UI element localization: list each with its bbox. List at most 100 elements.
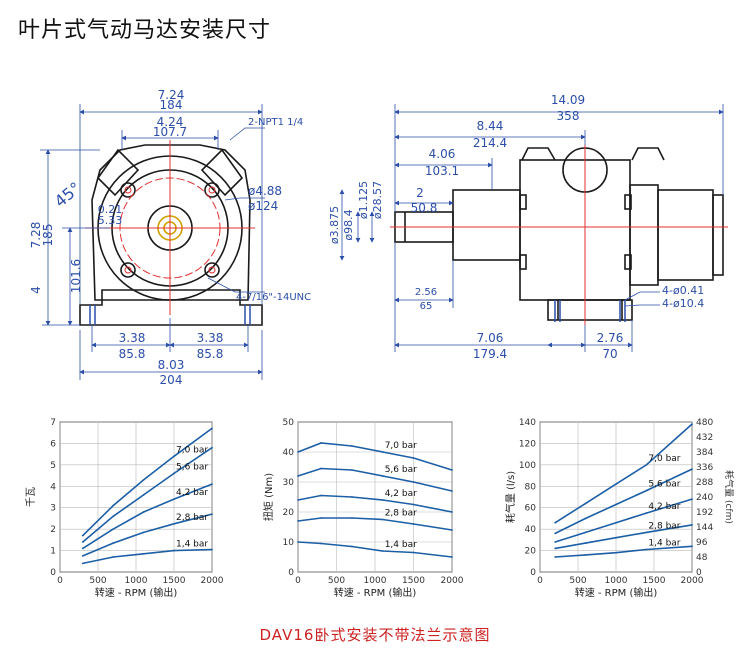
dim-center-mm: 101.6 [69,259,83,293]
data-point [297,451,299,453]
y-right-tick-label: 96 [696,538,708,548]
x-tick-label: 1000 [605,576,628,586]
y-tick-label: 40 [525,525,537,535]
data-point [320,467,322,470]
front-view-centerlines [85,140,255,315]
data-point [351,496,353,498]
x-tick-label: 500 [89,576,106,586]
data-point [112,556,115,558]
series-label: 1,4 bar [176,540,208,550]
data-point [412,503,415,506]
x-tick-label: 2000 [681,576,704,586]
data-point [142,511,145,513]
y-right-tick-label: 288 [696,478,713,488]
dim-mid-mm: 214.4 [473,136,507,150]
y-right-tick-label: 192 [696,508,713,518]
dim-half-left-in: 3.38 [119,331,146,345]
data-point [451,469,453,471]
dim-len-in: 7.06 [477,331,504,345]
data-point [351,517,353,519]
x-tick-label: 1500 [402,576,425,586]
dim-mid-in: 8.44 [477,119,504,133]
data-point [412,523,415,525]
dim-inner-in: 4.24 [157,115,184,129]
data-point [211,548,213,551]
data-point [112,504,115,507]
dim-key-in: 2 [416,186,424,200]
data-point [615,551,617,554]
y-right-tick-label: 0 [696,568,702,578]
x-tick-label: 2000 [201,576,224,586]
small-mm: 5.33 [98,214,123,227]
data-point [173,455,175,458]
y-tick-label: 80 [525,482,537,492]
dim-half-right-mm: 85.8 [197,347,224,361]
x-tick-label: 500 [328,576,345,586]
data-point [81,534,84,537]
data-point [81,562,84,565]
data-point [451,490,453,492]
data-point [381,518,384,521]
data-point [381,451,384,453]
data-point [451,556,453,558]
dim-d2-in: ø1.125 [357,181,370,219]
data-point [320,542,322,545]
dim-end-in: 2.76 [597,331,624,345]
data-point [451,529,453,531]
series-label: 2,8 bar [385,509,417,519]
y-tick-label: 20 [283,508,295,518]
y-right-tick-label: 336 [696,463,713,473]
y-tick-label: 0 [288,568,294,578]
y-tick-label: 4 [50,482,56,492]
y-tick-label: 1 [50,547,56,557]
data-point [297,520,299,522]
y-right-axis-label: 耗气量 (cfm) [723,470,735,524]
x-tick-label: 1000 [364,576,387,586]
data-point [142,552,145,555]
y-right-tick-label: 48 [696,553,708,563]
data-point [645,463,648,466]
data-point [554,521,557,524]
dim-height-in: 7.28 [29,222,43,249]
dim-hole4-mm: 4-ø10.4 [662,297,704,310]
series-label: 4,2 bar [648,502,680,512]
series-label: 7,0 bar [648,454,680,464]
y-tick-label: 50 [283,418,295,428]
data-point [554,532,557,535]
y-tick-label: 2 [50,525,56,535]
data-point [297,475,299,477]
data-point [211,446,213,449]
data-point [645,548,648,551]
data-point [211,427,213,430]
x-tick-label: 0 [57,576,63,586]
data-point [615,483,617,486]
y-axis-label: 耗气量 (l/s) [504,471,517,523]
data-point [351,469,353,471]
y-axis-label: 千瓦 [25,487,37,507]
data-point [691,545,693,548]
y-right-tick-label: 432 [696,433,713,443]
y-tick-label: 10 [283,538,295,548]
thread-label: 4-7/16"-14UNC [236,292,311,303]
x-tick-label: 1000 [125,576,148,586]
data-point [381,475,384,477]
series-label: 5,6 bar [385,465,417,475]
data-point [412,551,415,554]
data-point [615,503,617,506]
y-tick-label: 3 [50,504,56,514]
data-point [320,517,322,519]
y-tick-label: 60 [525,504,537,514]
y-tick-label: 5 [50,461,56,471]
y-tick-label: 6 [50,439,56,449]
dim-shaft-in: 4.06 [429,147,456,161]
dim-d2-mm: ø28.57 [371,181,384,219]
data-point [211,483,213,486]
x-axis-label: 转速 - RPM (输出) [575,586,658,599]
dim-height-mm: 185 [41,224,55,247]
series-label: 5,6 bar [176,462,208,472]
series-label: 1,4 bar [648,539,680,549]
data-point [112,528,115,531]
y-tick-label: 40 [283,448,295,458]
data-point [615,521,617,524]
